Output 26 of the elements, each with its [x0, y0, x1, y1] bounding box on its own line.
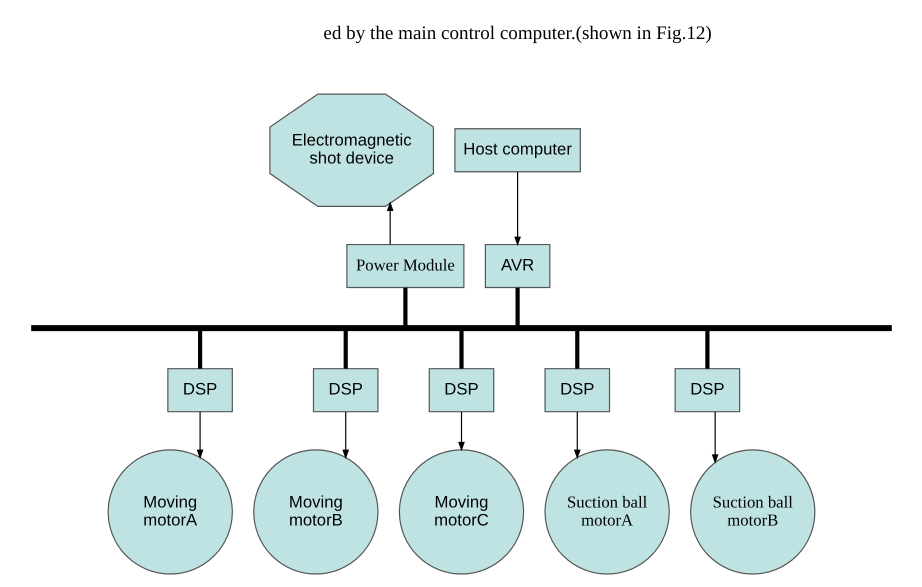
arrow [196, 412, 203, 460]
arrow [386, 201, 394, 244]
connector [343, 330, 348, 369]
arrow [458, 412, 464, 452]
arrow [514, 172, 520, 246]
node-box: DSP [428, 368, 494, 412]
node-box: DSP [544, 368, 610, 412]
node-box: DSP [674, 368, 740, 412]
label: ed by the main control computer.(shown in Fig.12) [322, 23, 712, 44]
node-box: Power Module [346, 244, 464, 288]
node-box: AVR [484, 244, 550, 288]
connector [515, 288, 520, 326]
node-box: DSP [166, 368, 232, 412]
connector [704, 330, 709, 369]
node-box: Host computer [454, 128, 580, 172]
arrow [573, 412, 580, 460]
node-bar [30, 325, 892, 332]
connector [198, 330, 202, 369]
node-box: DSP [312, 368, 378, 412]
arrow [711, 412, 718, 464]
connector [574, 330, 579, 369]
arrow [342, 412, 349, 460]
node-circle: Moving motorC [398, 449, 524, 575]
connector [402, 288, 407, 326]
connector [458, 330, 464, 369]
node-circle: Suction ball motorB [690, 449, 815, 575]
